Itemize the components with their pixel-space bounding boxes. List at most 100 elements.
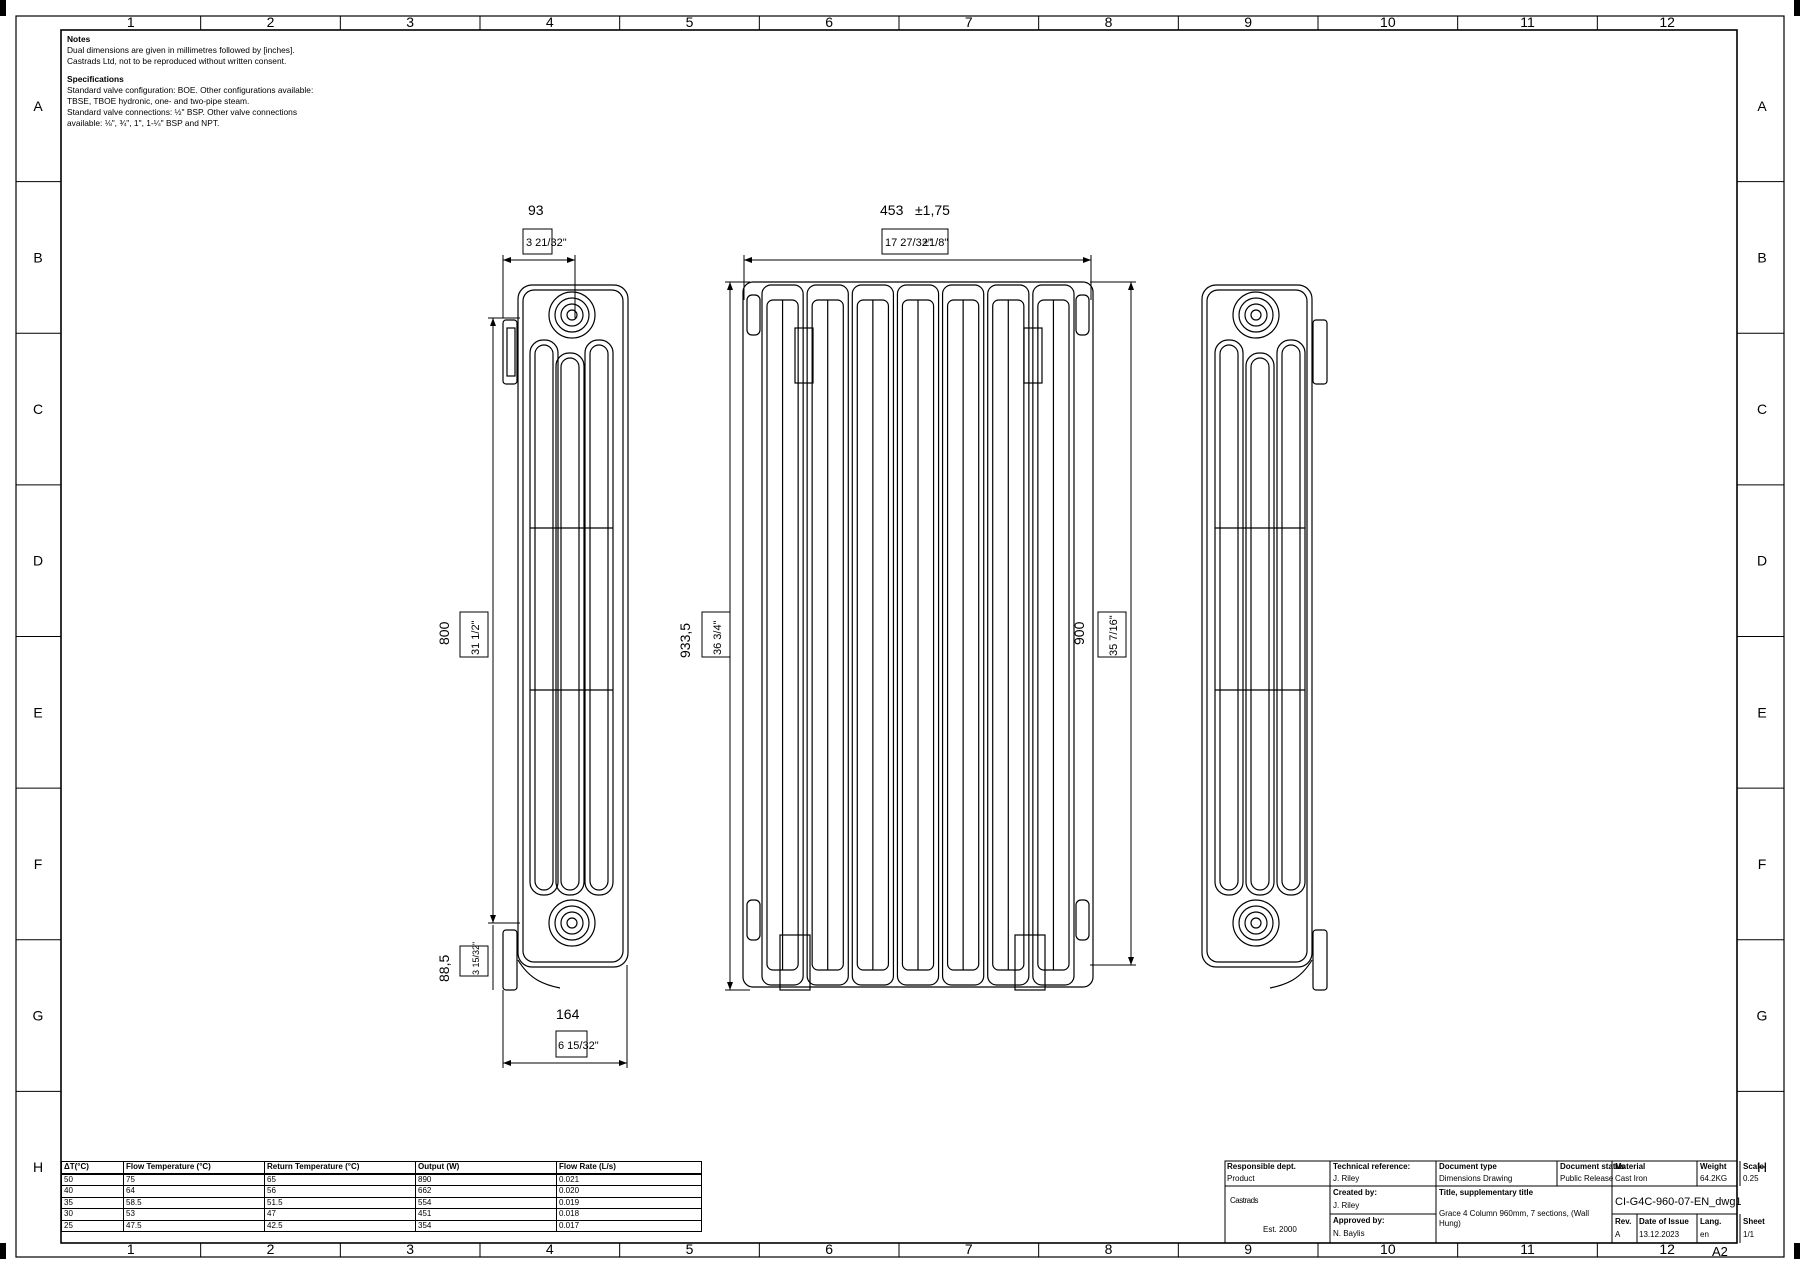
- dim-top-depth-in: 3 21/32": [526, 237, 567, 249]
- corner-mark: [1794, 0, 1800, 16]
- zone-label: B: [33, 249, 42, 265]
- dim-body-height-mm: 900: [1071, 621, 1087, 645]
- front-section: [941, 284, 985, 986]
- table-row: 35 58.5 51.5 554 0.019: [61, 1196, 702, 1209]
- notes-line: Dual dimensions are given in millimetres…: [67, 45, 295, 55]
- sheet-label: Sheet: [1743, 1217, 1765, 1226]
- corner-mark: [0, 1243, 6, 1259]
- zone-label: 3: [406, 1241, 414, 1257]
- zone-label: H: [33, 1159, 43, 1175]
- table-cell: 0.019: [556, 1196, 702, 1209]
- zone-label: C: [1757, 401, 1767, 417]
- table-cell: 0.020: [556, 1185, 702, 1198]
- side-view-left: [502, 284, 629, 991]
- technical-ref: J. Riley: [1333, 1174, 1360, 1183]
- notes-block: Notes Dual dimensions are given in milli…: [67, 34, 367, 129]
- zone-label: 3: [406, 14, 414, 30]
- dim-top-depth-mm: 93: [528, 202, 544, 218]
- table-cell: 662: [415, 1185, 557, 1198]
- spec-heading: Specifications: [67, 74, 124, 84]
- table-header: Flow Rate (L/s): [556, 1161, 702, 1175]
- table-header: Output (W): [415, 1161, 557, 1175]
- zone-label: A: [1757, 98, 1767, 114]
- table-cell: 451: [415, 1208, 557, 1221]
- lang-label: Lang.: [1700, 1217, 1722, 1226]
- company-logo-sub: Est. 2000: [1263, 1225, 1297, 1234]
- weight: 64.2KG: [1700, 1174, 1728, 1183]
- corner-mark: [0, 0, 6, 16]
- sheet: 1/1: [1743, 1230, 1755, 1239]
- side-view-right: [1201, 284, 1328, 991]
- scale-label: Scale: [1743, 1162, 1764, 1171]
- zone-label: D: [33, 553, 43, 569]
- dim-body-height-in: 35 7/16": [1108, 615, 1120, 656]
- table-cell: 554: [415, 1196, 557, 1209]
- title-block-grid: [1224, 1160, 1741, 1244]
- zone-label: D: [1757, 553, 1767, 569]
- front-section: [1032, 284, 1075, 986]
- dim-depth-in: 6 15/32": [558, 1040, 599, 1052]
- lang: en: [1700, 1230, 1709, 1239]
- notes-heading: Notes: [67, 34, 91, 44]
- zone-label: 10: [1380, 1241, 1396, 1257]
- zone-label: 11: [1520, 14, 1535, 30]
- date-label: Date of Issue: [1639, 1217, 1689, 1226]
- spec-line: available: ⅛", ¾", 1", 1-¼" BSP and NPT.: [67, 118, 220, 128]
- zone-label: F: [34, 856, 43, 872]
- table-cell: 30: [61, 1208, 124, 1221]
- performance-table: ΔT(°C) Flow Temperature (°C) Return Temp…: [61, 1161, 702, 1232]
- zone-label: 1: [127, 14, 135, 30]
- zone-label: 8: [1105, 1241, 1113, 1257]
- weight-label: Weight: [1700, 1162, 1727, 1171]
- technical-ref-label: Technical reference:: [1333, 1162, 1411, 1171]
- dim-centres-mm: 800: [436, 621, 452, 645]
- table-cell: 47.5: [123, 1219, 265, 1232]
- zone-label: 1: [127, 1241, 135, 1257]
- zone-label: 2: [267, 14, 275, 30]
- company-logo: Castrads: [1230, 1196, 1259, 1205]
- table-cell: 53: [123, 1208, 265, 1221]
- table-row: 40 64 56 662 0.020: [61, 1185, 702, 1198]
- zone-label: C: [33, 401, 43, 417]
- spec-line: Standard valve configuration: BOE. Other…: [67, 85, 314, 95]
- table-cell: 64: [123, 1185, 265, 1198]
- front-section: [806, 284, 849, 986]
- table-header-row: ΔT(°C) Flow Temperature (°C) Return Temp…: [61, 1161, 702, 1175]
- zone-label: 7: [965, 14, 973, 30]
- scale: 0.25: [1743, 1174, 1759, 1183]
- table-cell: 890: [415, 1173, 557, 1186]
- table-cell: 50: [61, 1173, 124, 1186]
- table-cell: 56: [264, 1185, 416, 1198]
- front-view: [742, 281, 1094, 991]
- title-block: Responsible dept. Product Technical refe…: [1225, 1161, 1765, 1243]
- spec-line: TBSE, TBOE hydronic, one- and two-pipe s…: [67, 96, 250, 106]
- table-cell: 0.017: [556, 1219, 702, 1232]
- zone-label: 7: [965, 1241, 973, 1257]
- zone-label: 2: [267, 1241, 275, 1257]
- front-section: [987, 284, 1030, 986]
- front-section: [896, 284, 940, 986]
- dim-total-height-mm: 933,5: [677, 623, 693, 658]
- table-cell: 35: [61, 1196, 124, 1209]
- zone-label: 12: [1659, 14, 1675, 30]
- zone-label: 9: [1244, 1241, 1252, 1257]
- dim-width-mm: 453: [880, 202, 904, 218]
- dim-width-in: 17 27/32": [885, 237, 932, 249]
- approved-by: N. Baylis: [1333, 1229, 1365, 1238]
- table-row: 25 47.5 42.5 354 0.017: [61, 1219, 702, 1232]
- dim-total-height-in: 36 3/4": [712, 620, 724, 655]
- front-section: [761, 284, 804, 986]
- approved-by-label: Approved by:: [1333, 1216, 1385, 1225]
- table-cell: 354: [415, 1219, 557, 1232]
- responsible-dept-label: Responsible dept.: [1227, 1162, 1296, 1171]
- dim-width-tol-in: ±1/8": [923, 237, 948, 249]
- zone-label: 12: [1659, 1241, 1675, 1257]
- corner-mark: [1794, 1243, 1800, 1259]
- front-section: [851, 284, 895, 986]
- material-label: Material: [1615, 1162, 1646, 1171]
- zone-label: 5: [686, 1241, 694, 1257]
- responsible-dept: Product: [1227, 1174, 1255, 1183]
- dim-width-tol-mm: ±1,75: [915, 202, 950, 218]
- zone-label: A: [33, 98, 43, 114]
